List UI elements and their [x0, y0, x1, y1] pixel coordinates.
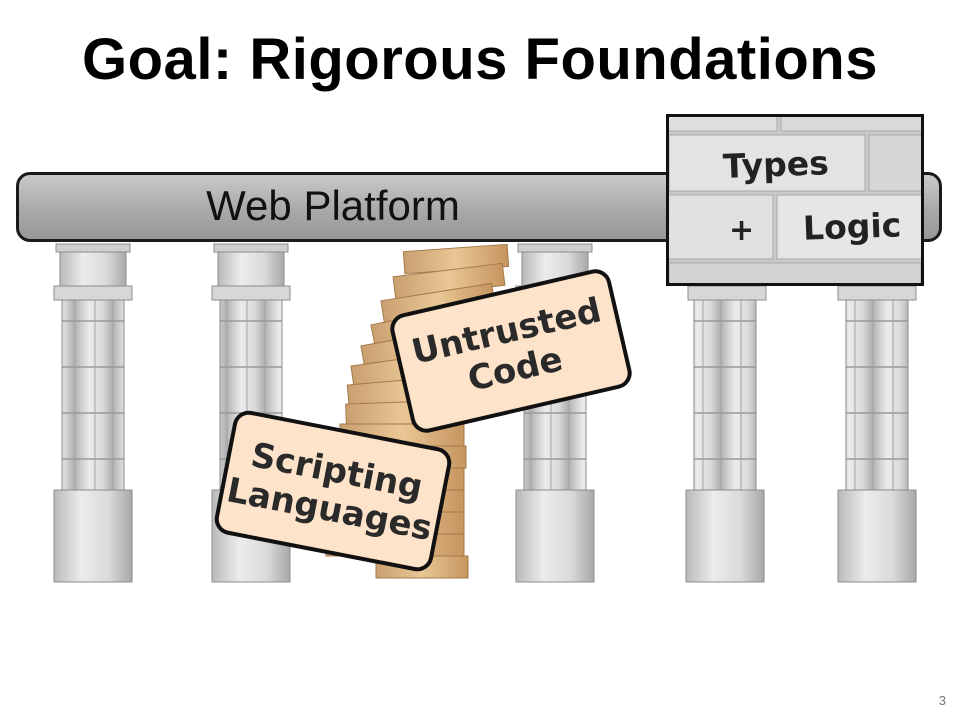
page-number: 3	[938, 693, 946, 708]
pillar	[53, 243, 133, 583]
pillar	[685, 245, 767, 583]
brick-wall	[669, 117, 921, 283]
web-platform-label: Web Platform	[206, 182, 460, 229]
types-logic-foundation: Types + Logic	[666, 114, 924, 286]
logic-label: Logic	[802, 205, 902, 248]
pillar	[837, 243, 917, 583]
plus-label: +	[729, 213, 755, 248]
slide-title: Goal: Rigorous Foundations	[82, 27, 878, 92]
types-label: Types	[722, 143, 830, 186]
